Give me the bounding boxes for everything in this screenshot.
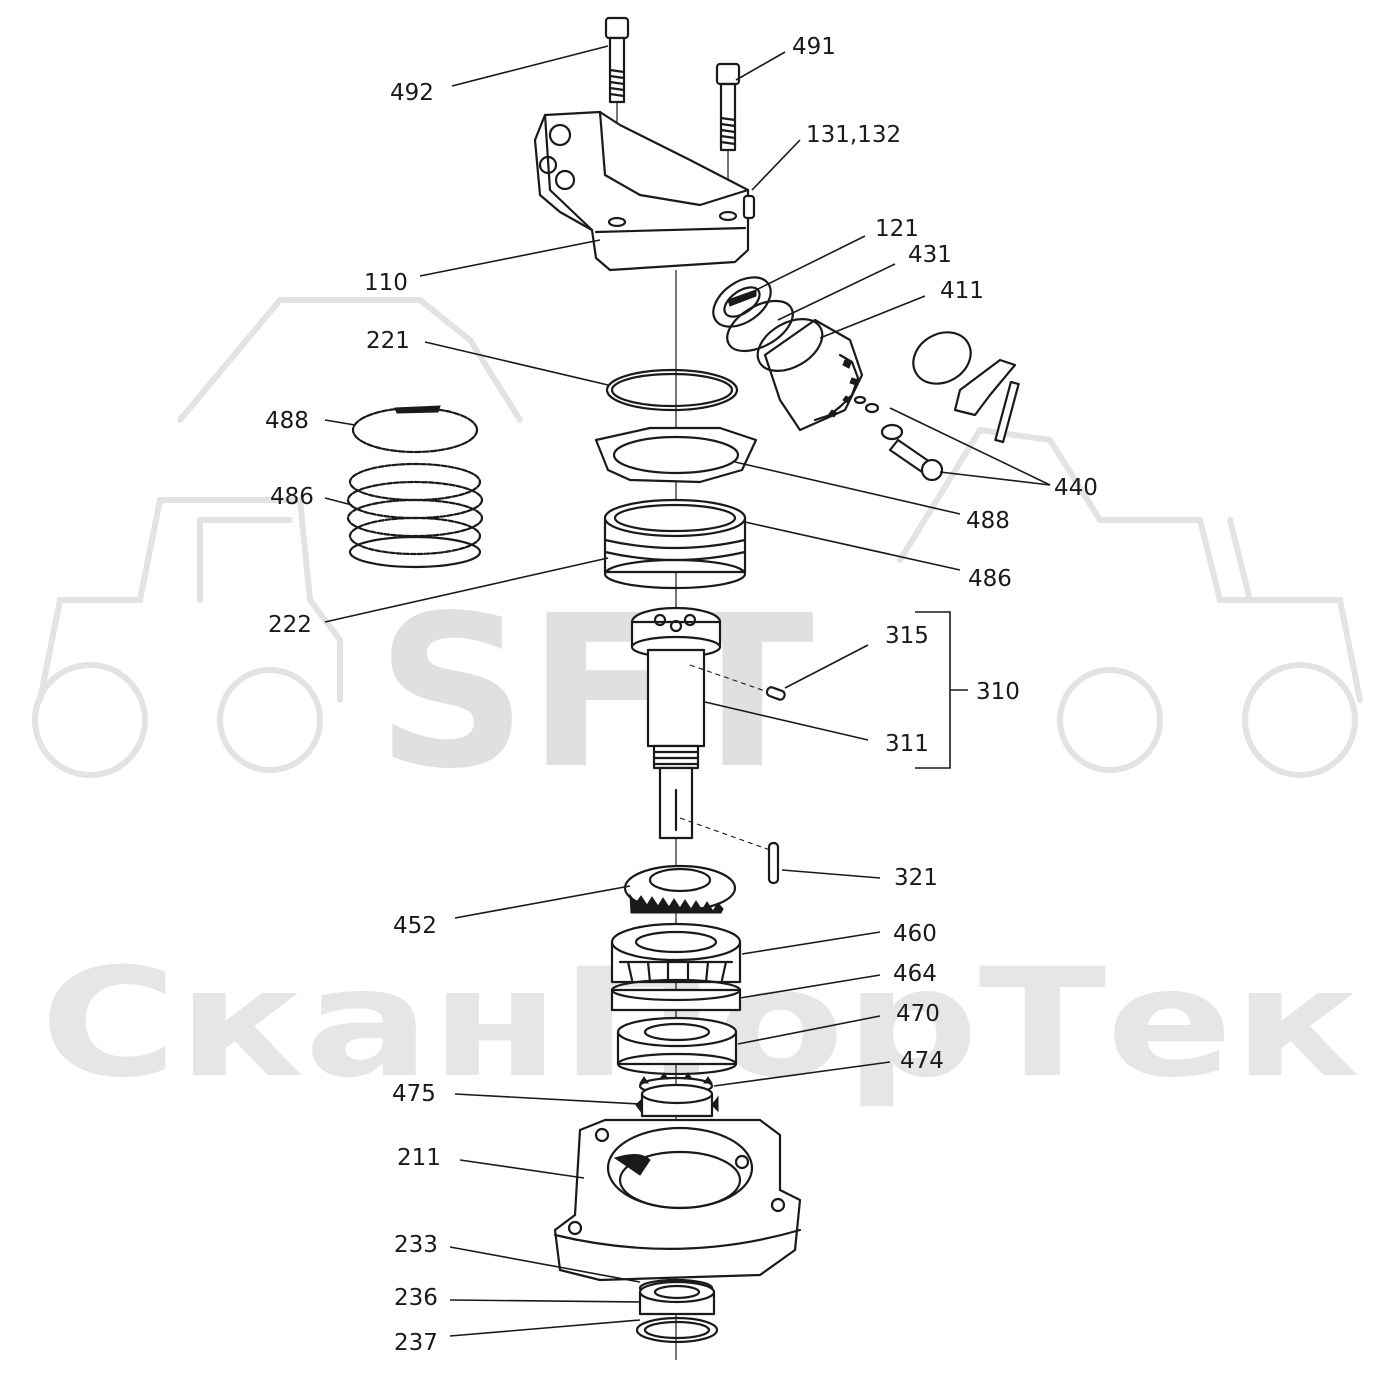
callout-440: 440 bbox=[1054, 475, 1098, 501]
ring-housing-486-right bbox=[603, 498, 747, 590]
callout-233: 233 bbox=[394, 1232, 438, 1258]
bolt-492 bbox=[604, 16, 630, 104]
key-321-guide bbox=[679, 817, 771, 851]
circlip-431 bbox=[726, 299, 794, 353]
callout-110: 110 bbox=[364, 270, 408, 296]
watermark-tractor-icon bbox=[32, 297, 523, 778]
callout-475: 475 bbox=[392, 1081, 436, 1107]
base-housing-211 bbox=[553, 1118, 802, 1282]
callout-470: 470 bbox=[896, 1001, 940, 1027]
callout-474: 474 bbox=[900, 1048, 944, 1074]
bevel-gear-452 bbox=[623, 864, 737, 914]
bolt-491 bbox=[715, 62, 741, 152]
callout-491: 491 bbox=[792, 34, 836, 60]
callout-211: 211 bbox=[397, 1145, 441, 1171]
callout-464: 464 bbox=[893, 961, 937, 987]
leader-lines bbox=[324, 45, 1051, 1337]
callout-310: 310 bbox=[976, 679, 1020, 705]
bracket-310 bbox=[915, 611, 968, 769]
callout-452: 452 bbox=[393, 913, 437, 939]
callout-486-left: 486 bbox=[270, 484, 314, 510]
callout-311: 311 bbox=[885, 731, 929, 757]
key-321 bbox=[767, 841, 780, 885]
housing-110 bbox=[533, 110, 756, 272]
callout-321: 321 bbox=[894, 865, 938, 891]
callout-237: 237 bbox=[394, 1330, 438, 1356]
bearing-470 bbox=[616, 1016, 738, 1076]
callout-488-right: 488 bbox=[966, 508, 1010, 534]
callout-492: 492 bbox=[390, 80, 434, 106]
pin-assembly-440 bbox=[853, 331, 1020, 482]
callout-236: 236 bbox=[394, 1285, 438, 1311]
callout-315: 315 bbox=[885, 623, 929, 649]
callout-222: 222 bbox=[268, 612, 312, 638]
plate-488-right bbox=[594, 426, 758, 484]
lock-washer-475 bbox=[635, 1083, 719, 1118]
circlip-237 bbox=[635, 1316, 719, 1344]
ring-488-left bbox=[351, 405, 479, 454]
bearing-236 bbox=[638, 1280, 716, 1316]
key-315-guide bbox=[689, 664, 769, 693]
bearing-460 bbox=[610, 922, 742, 984]
callout-460: 460 bbox=[893, 921, 937, 947]
watermark-excavator-icon bbox=[897, 427, 1363, 778]
callout-488-left: 488 bbox=[265, 408, 309, 434]
callout-labels: 492 491 131,132 110 121 431 411 221 488 … bbox=[265, 34, 1098, 1356]
callout-131-132: 131,132 bbox=[806, 122, 901, 148]
ring-set-486-left bbox=[346, 462, 484, 569]
shaft-311 bbox=[630, 606, 722, 840]
ring-464 bbox=[610, 978, 742, 1012]
callout-121: 121 bbox=[875, 216, 919, 242]
callout-411: 411 bbox=[940, 278, 984, 304]
rotor-411 bbox=[756, 318, 864, 432]
key-315 bbox=[765, 686, 786, 701]
callout-486-right: 486 bbox=[968, 566, 1012, 592]
o-ring-221 bbox=[605, 368, 739, 412]
watermark-logo: SFT bbox=[376, 570, 814, 815]
callout-431: 431 bbox=[908, 242, 952, 268]
callout-221: 221 bbox=[366, 328, 410, 354]
